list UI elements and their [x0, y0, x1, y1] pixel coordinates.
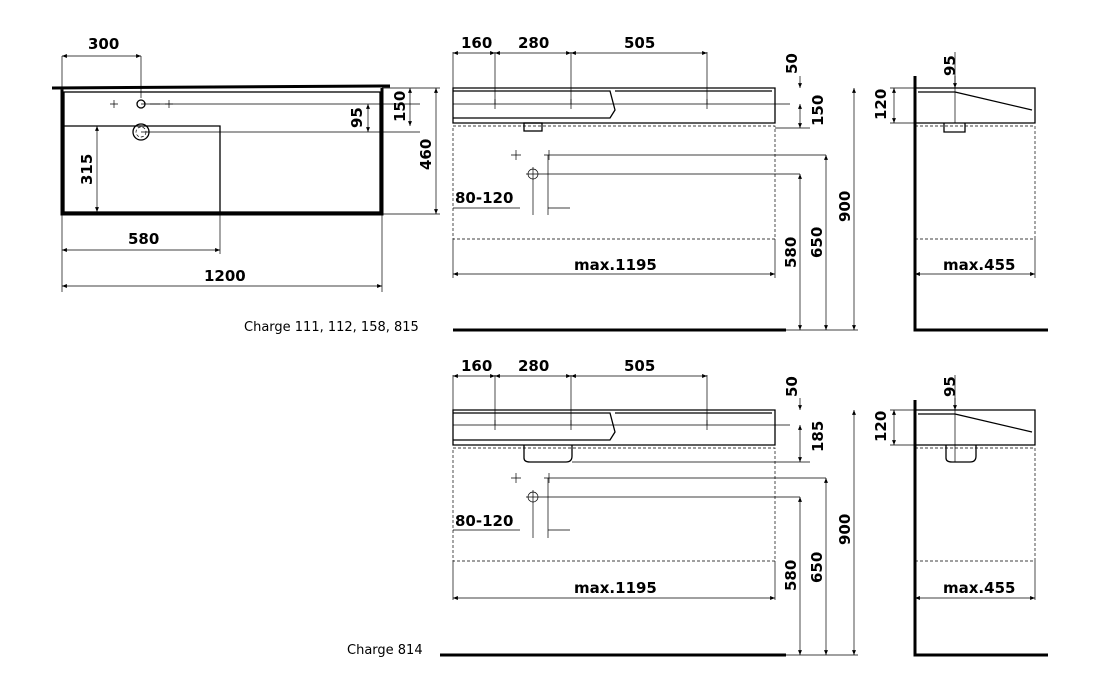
side-a-cabinet: [914, 125, 1036, 240]
basin-bowl-outline: [64, 125, 221, 212]
front-b-fittings: [453, 461, 826, 538]
dim-b-900-label: 900: [836, 514, 854, 545]
side-b-cabinet: [914, 447, 1036, 562]
dim-a-1195-label: max.1195: [574, 256, 657, 274]
dim-300-label: 300: [88, 35, 119, 53]
dim-315-label: 315: [78, 154, 96, 185]
front-a-basin-outline: [452, 87, 776, 124]
side-a-basin: [915, 87, 1036, 124]
side-elevation-b: 95 120 max.455: [872, 375, 1048, 657]
front-b-trap-circle: [527, 491, 539, 503]
side-a-wall: [913, 76, 1048, 332]
side-b-waste: [945, 445, 977, 463]
dim-a-505-label: 505: [624, 34, 655, 52]
dim-a-80-120-label: 80-120: [455, 189, 513, 207]
plan-view: 300 150 95 460 315 580 1200: [51, 35, 440, 292]
dim-a-50-label: 50: [783, 53, 801, 74]
dim-side-a-455-label: max.455: [943, 256, 1015, 274]
caption-a: Charge 111, 112, 158, 815: [244, 320, 419, 335]
front-b-waste: [523, 445, 573, 463]
side-elevation-a: 95 120 max.455: [872, 52, 1048, 332]
basin-inner-outline: [63, 91, 381, 213]
dim-b-1195-label: max.1195: [574, 579, 657, 597]
front-b-extension-lines: [452, 375, 776, 600]
side-b-wall: [913, 400, 1048, 657]
side-b-extension-lines: [890, 375, 1036, 600]
side-b-basin: [915, 409, 1036, 446]
dim-side-b-455-label: max.455: [943, 579, 1015, 597]
dim-side-b-95-label: 95: [941, 376, 959, 397]
dim-b-50-label: 50: [783, 376, 801, 397]
front-a-extension-lines: [452, 52, 810, 278]
dim-b-505-label: 505: [624, 357, 655, 375]
front-a-fittings: [453, 150, 826, 215]
dim-580-label: 580: [128, 230, 159, 248]
front-b-tap-marks: [453, 420, 790, 430]
dim-a-150-label: 150: [809, 95, 827, 126]
dim-side-a-95-label: 95: [941, 55, 959, 76]
dim-a-280-label: 280: [518, 34, 549, 52]
caption-b: Charge 814: [347, 643, 423, 658]
front-b-cabinet: [452, 447, 776, 562]
front-b-basin-outline: [452, 409, 776, 446]
dim-460-label: 460: [417, 139, 435, 170]
basin-rim-outline: [51, 84, 391, 216]
dim-a-900-label: 900: [836, 191, 854, 222]
dim-b-580-label: 580: [782, 560, 800, 591]
side-a-waste: [943, 123, 966, 133]
dim-a-650-label: 650: [808, 227, 826, 258]
front-a-tap-marks: [453, 99, 790, 109]
dim-side-a-120-label: 120: [872, 89, 890, 120]
dim-b-160-label: 160: [461, 357, 492, 375]
dim-1200-label: 1200: [204, 267, 246, 285]
dim-side-b-120-label: 120: [872, 411, 890, 442]
front-elevation-a: 160 280 505 50 150 80-120 580 650 900 ma…: [244, 34, 858, 335]
dim-150-label: 150: [391, 91, 409, 122]
dim-b-280-label: 280: [518, 357, 549, 375]
front-a-waste: [523, 122, 543, 132]
front-a-cabinet: [452, 125, 776, 240]
dim-b-80-120-label: 80-120: [455, 512, 513, 530]
dim-b-650-label: 650: [808, 552, 826, 583]
dim-a-160-label: 160: [461, 34, 492, 52]
side-a-extension-lines: [890, 52, 1036, 278]
dim-95-label: 95: [348, 107, 366, 128]
front-elevation-b: 160 280 505 50 185 80-120 580 650 900 ma…: [347, 357, 858, 658]
dim-b-185-label: 185: [809, 421, 827, 452]
front-a-trap-circle: [527, 168, 539, 180]
dim-a-580-label: 580: [782, 237, 800, 268]
